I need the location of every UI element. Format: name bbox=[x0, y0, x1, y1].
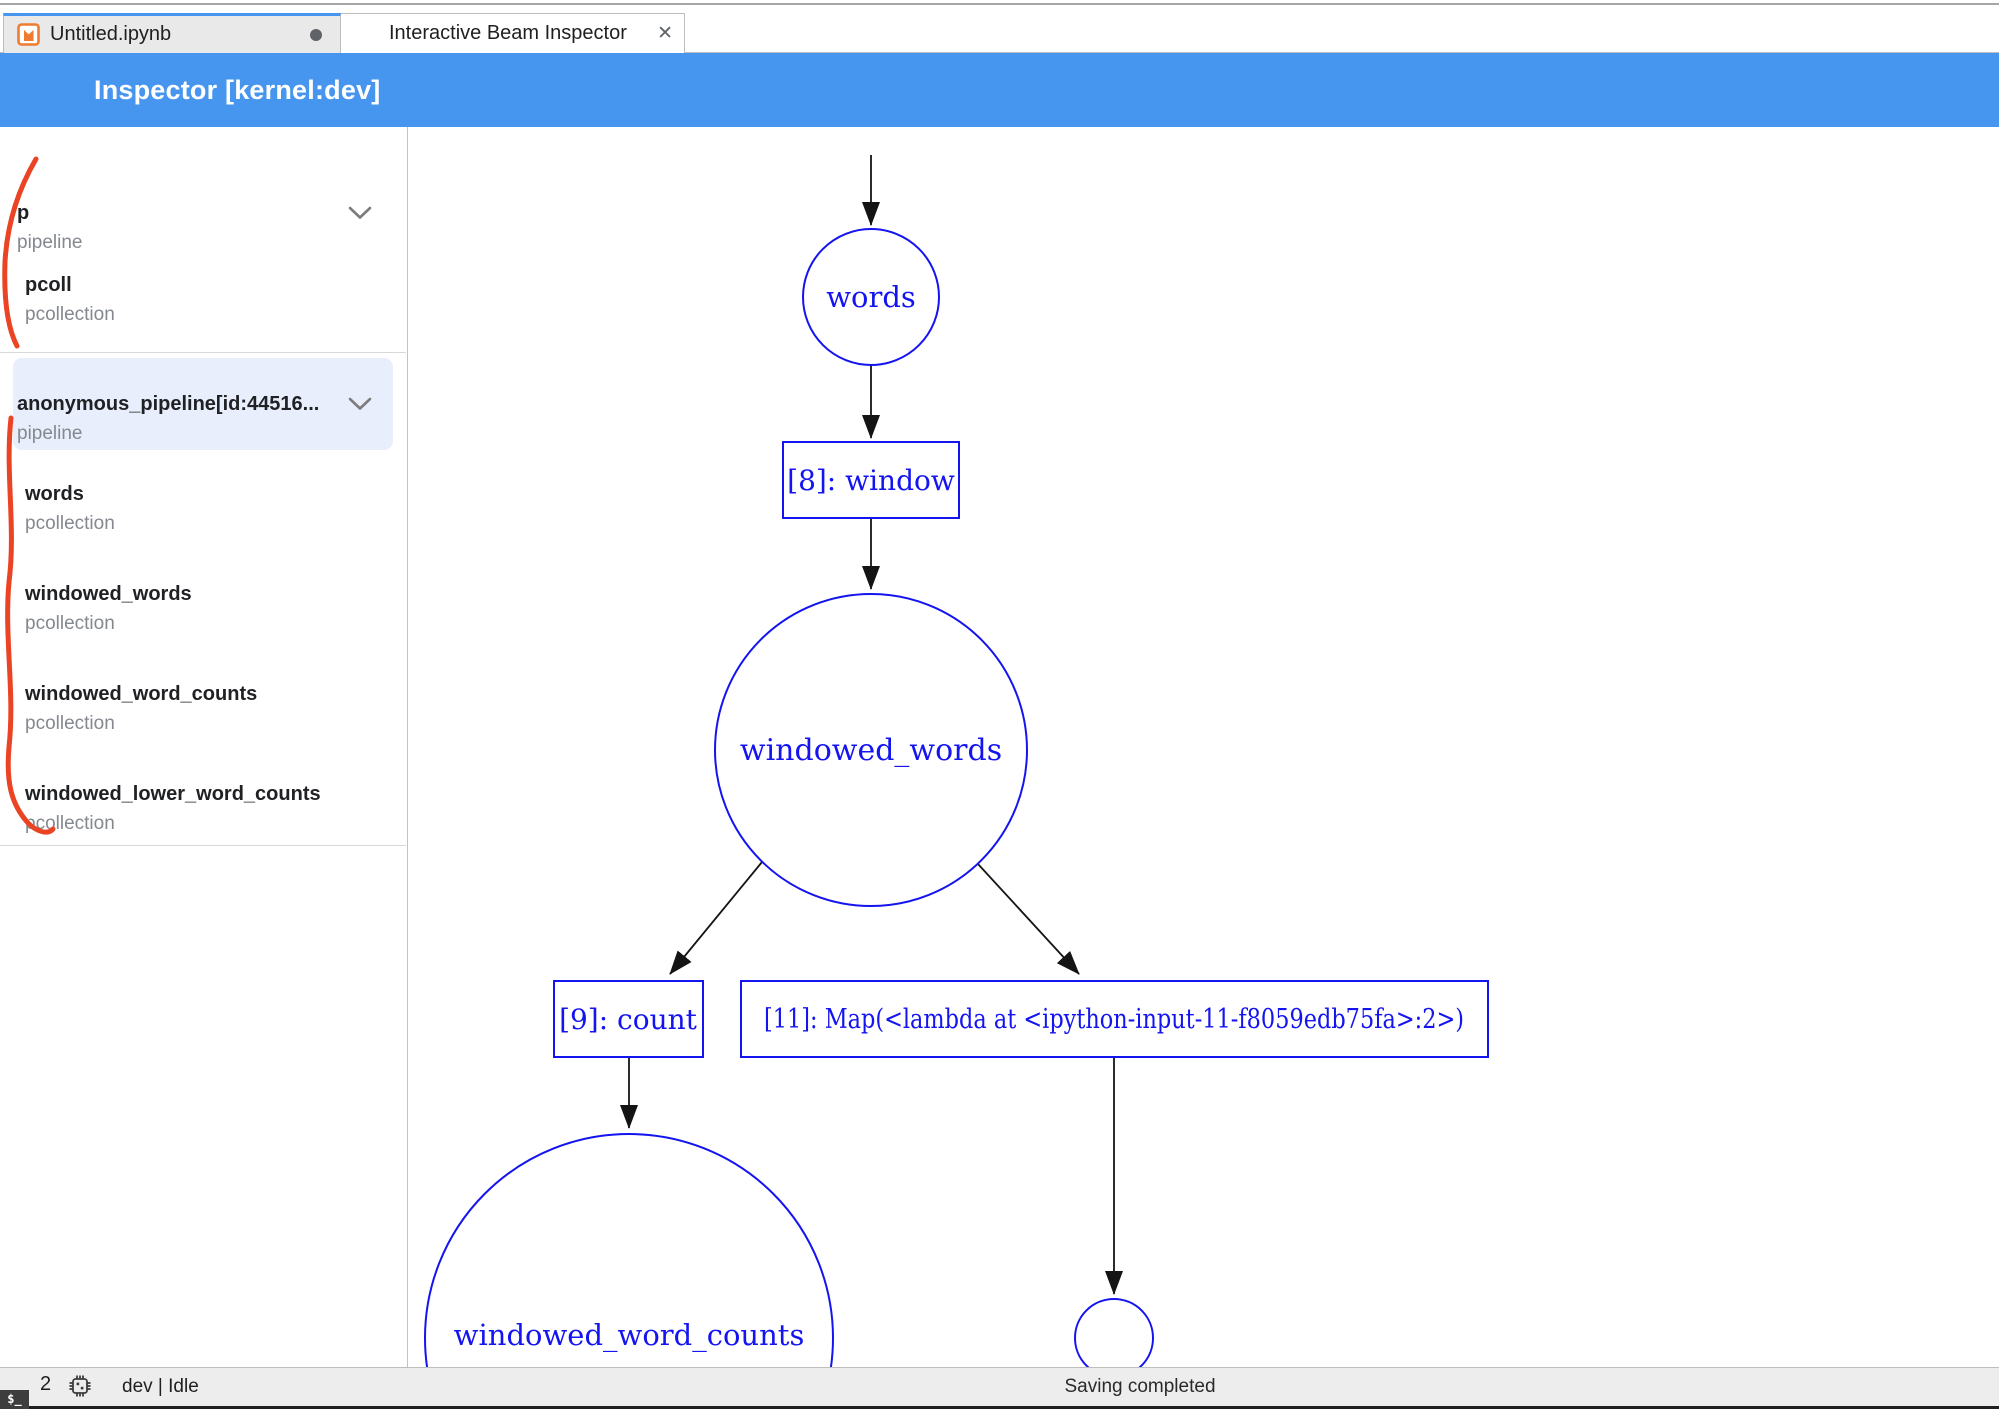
running-kernels-count[interactable]: 2 bbox=[40, 1373, 52, 1395]
pipeline-name: anonymous_pipeline[id:44516... bbox=[17, 393, 320, 415]
chevron-down-icon[interactable] bbox=[347, 396, 373, 412]
item-type: pcollection bbox=[25, 513, 115, 534]
node-label-windowed-words: windowed_words bbox=[740, 733, 1002, 768]
pipeline-name: p bbox=[17, 202, 30, 224]
sidebar-divider bbox=[0, 352, 406, 353]
sidebar-item-windowed-words[interactable]: windowed_words pcollection bbox=[25, 583, 192, 635]
graph-edges bbox=[620, 155, 1123, 1295]
node-op-count bbox=[553, 980, 704, 1058]
terminal-icon[interactable]: $_ bbox=[0, 1390, 29, 1409]
page-title: Inspector [kernel:dev] bbox=[94, 75, 381, 105]
tab-bar: Untitled.ipynb Interactive Beam Inspecto… bbox=[0, 5, 1999, 53]
edge-windowedwords-count bbox=[669, 861, 763, 975]
node-windowed-words bbox=[714, 593, 1028, 907]
pipeline-sidebar: p pipeline pcoll pcollection anonymous_p… bbox=[0, 127, 406, 1367]
window-bottom-edge bbox=[0, 1406, 1999, 1409]
chevron-down-icon[interactable] bbox=[347, 205, 373, 221]
notebook-icon bbox=[17, 23, 40, 46]
node-label-op-map: [11]: Map(<lambda at <ipython-input-11-f… bbox=[764, 1004, 1464, 1035]
node-words bbox=[802, 228, 940, 366]
tab-untitled-notebook[interactable]: Untitled.ipynb bbox=[3, 13, 341, 53]
window-top-strip bbox=[0, 0, 1999, 3]
node-label-words: words bbox=[826, 280, 916, 314]
pipeline-graph-panel: words [8]: window windowed_words [9]: co… bbox=[407, 127, 1999, 1367]
status-bar bbox=[0, 1367, 1999, 1406]
node-windowed-word-counts bbox=[424, 1133, 834, 1367]
close-icon[interactable]: ✕ bbox=[657, 22, 673, 44]
unsaved-changes-dot[interactable] bbox=[310, 28, 322, 41]
node-op-map bbox=[740, 980, 1489, 1058]
sidebar-divider bbox=[0, 845, 406, 846]
node-label-op-count: [9]: count bbox=[559, 1003, 698, 1036]
inspector-header: Inspector [kernel:dev] bbox=[0, 53, 1999, 149]
sidebar-item-windowed-word-counts[interactable]: windowed_word_counts pcollection bbox=[25, 683, 257, 735]
pipeline-graph: words [8]: window windowed_words [9]: co… bbox=[424, 155, 1489, 1367]
pcollection-name: windowed_lower_word_counts bbox=[25, 783, 321, 805]
node-label-op-window: [8]: window bbox=[787, 464, 955, 497]
item-type: pcollection bbox=[25, 713, 115, 734]
tab-label: Interactive Beam Inspector bbox=[389, 22, 627, 44]
sidebar-item-words[interactable]: words pcollection bbox=[25, 483, 115, 535]
sidebar-item-windowed-lower-word-counts[interactable]: windowed_lower_word_counts pcollection bbox=[25, 783, 321, 835]
sidebar-item-pcoll[interactable]: pcoll pcollection bbox=[25, 274, 115, 326]
item-type: pipeline bbox=[17, 423, 83, 444]
item-type: pcollection bbox=[25, 813, 115, 834]
node-unnamed-pcollection bbox=[1074, 1298, 1154, 1367]
window-top-border bbox=[0, 3, 1999, 5]
edge-windowedwords-map bbox=[977, 863, 1080, 975]
pcollection-name: pcoll bbox=[25, 274, 72, 296]
pcollection-name: windowed_word_counts bbox=[25, 683, 258, 705]
tab-label: Untitled.ipynb bbox=[50, 23, 172, 45]
graph-nodes: words [8]: window windowed_words [9]: co… bbox=[424, 228, 1489, 1367]
item-type: pipeline bbox=[17, 232, 83, 253]
kernel-chip-icon[interactable] bbox=[68, 1374, 92, 1398]
pcollection-name: windowed_words bbox=[25, 583, 192, 605]
node-op-window bbox=[782, 441, 960, 519]
item-type: pcollection bbox=[25, 304, 115, 325]
sidebar-item-anonymous-pipeline[interactable]: anonymous_pipeline[id:44516... pipeline bbox=[17, 393, 319, 445]
save-status-message: Saving completed bbox=[1064, 1376, 1216, 1397]
node-label-windowed-word-counts: windowed_word_counts bbox=[454, 1318, 805, 1353]
tab-interactive-beam-inspector[interactable]: Interactive Beam Inspector ✕ bbox=[341, 13, 685, 53]
sidebar-item-p[interactable]: p pipeline bbox=[17, 202, 83, 254]
kernel-status-indicator[interactable]: dev | Idle bbox=[122, 1376, 199, 1397]
pcollection-name: words bbox=[25, 483, 84, 505]
selected-row-highlight bbox=[13, 358, 393, 450]
item-type: pcollection bbox=[25, 613, 115, 634]
